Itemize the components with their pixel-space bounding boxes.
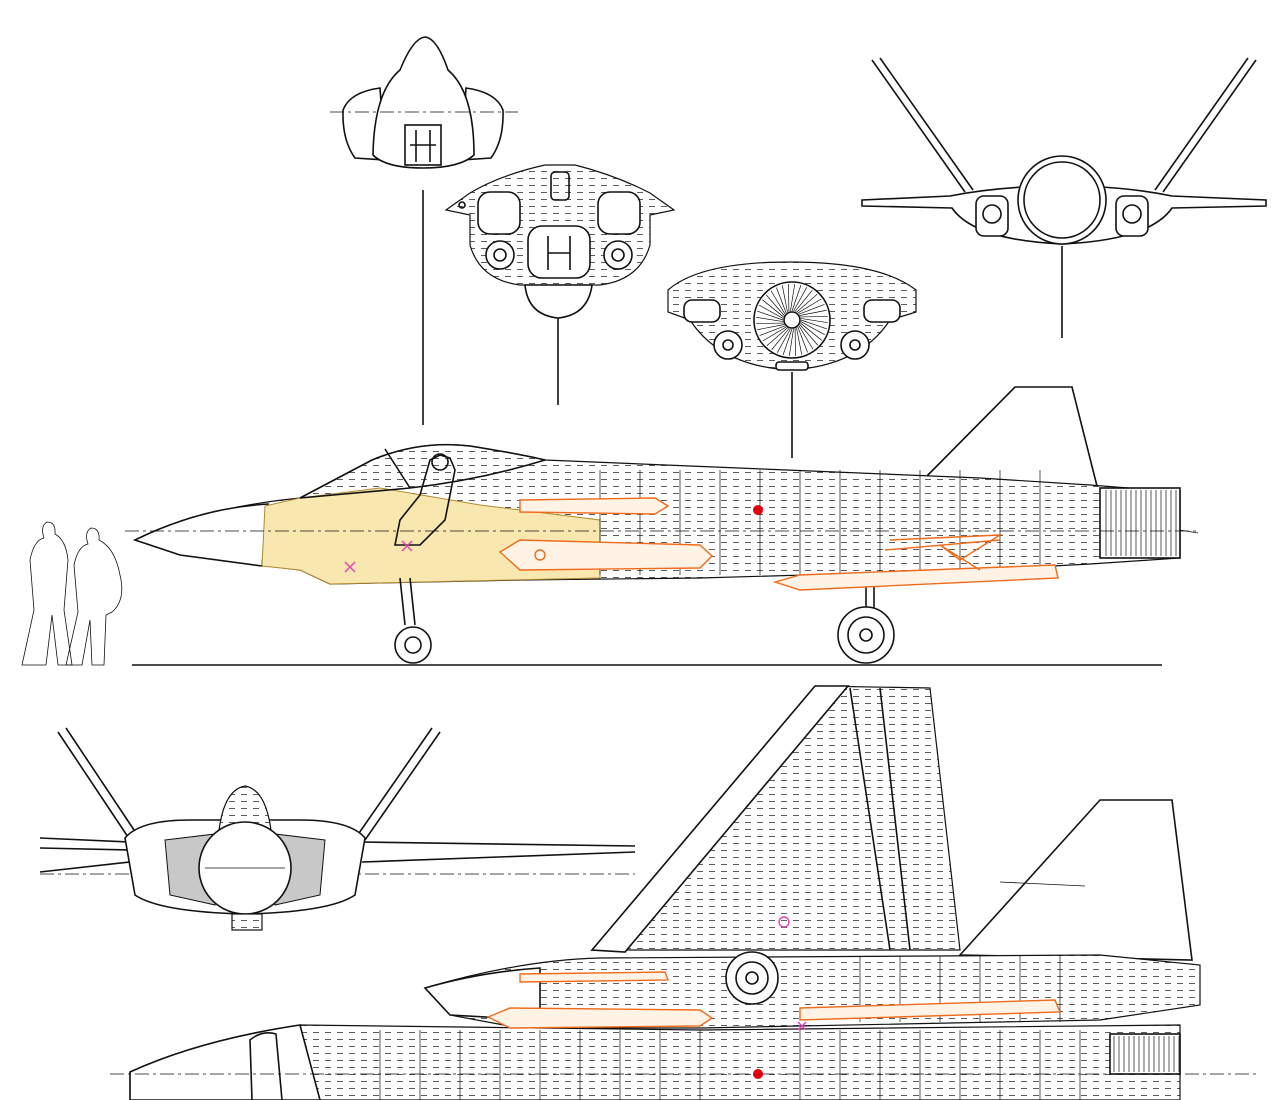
section-view-cockpit bbox=[330, 36, 518, 425]
nozzle-petals bbox=[1105, 490, 1177, 556]
front-view-aircraft bbox=[39, 727, 636, 931]
human-silhouette-icon bbox=[21, 521, 123, 666]
landing-gear-wheel-icon bbox=[713, 330, 743, 360]
marker-red bbox=[753, 505, 763, 515]
landing-gear-wheel-icon bbox=[840, 330, 870, 360]
landing-gear-wheel-icon bbox=[837, 606, 895, 664]
detail-view-aircraft bbox=[110, 685, 1260, 1100]
section-view-rear-fuselage bbox=[861, 57, 1267, 338]
intake-icon bbox=[1017, 155, 1107, 245]
engine-fan-blades bbox=[756, 284, 828, 356]
detail-nozzle-petals bbox=[1113, 1036, 1180, 1072]
side-view-aircraft bbox=[125, 386, 1200, 666]
section-view-engine-bay bbox=[667, 261, 917, 458]
landing-gear-wheel-icon bbox=[603, 240, 633, 270]
detail-frame-lines bbox=[379, 956, 1081, 1100]
marker-red bbox=[753, 1069, 763, 1079]
engine-fan-icon bbox=[725, 951, 779, 1005]
landing-gear-wheel-icon bbox=[485, 240, 515, 270]
landing-gear-wheel-icon bbox=[394, 626, 432, 664]
section-view-forward-fuselage bbox=[444, 164, 676, 405]
